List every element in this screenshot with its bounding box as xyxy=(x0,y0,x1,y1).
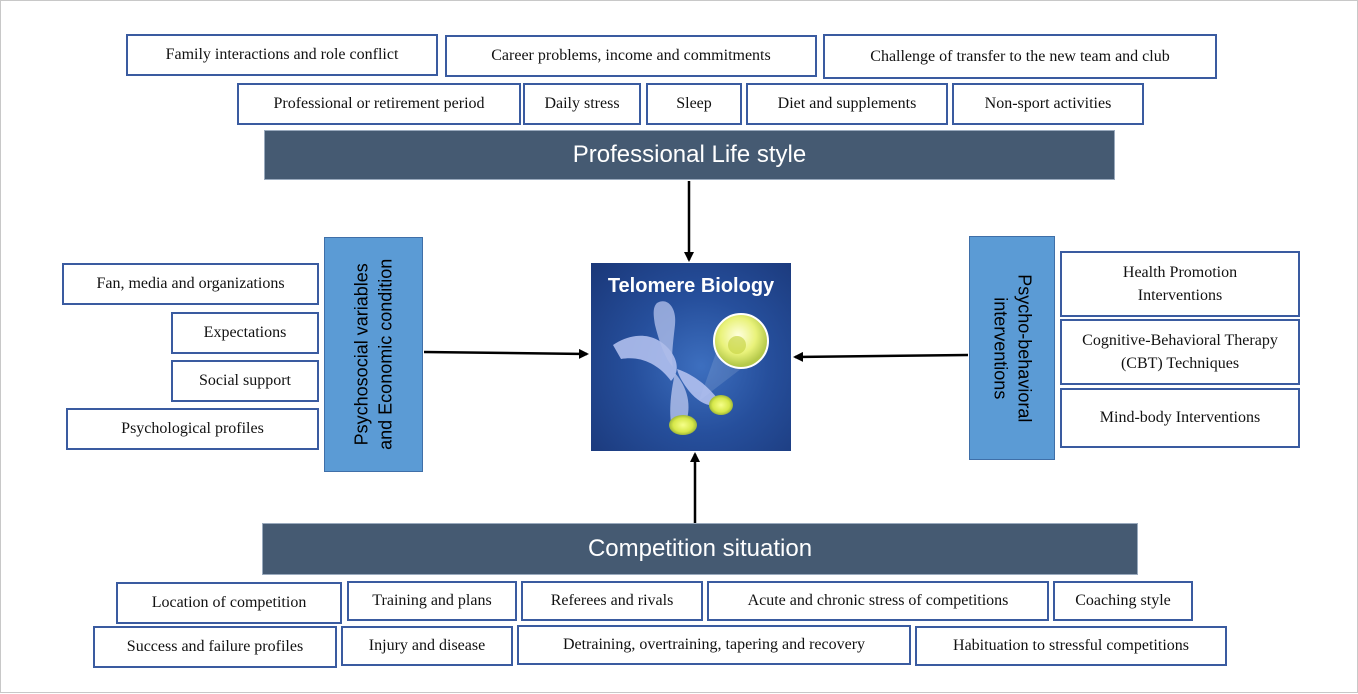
factor-transfer-challenge: Challenge of transfer to the new team an… xyxy=(823,34,1217,79)
telomere-biology-title: Telomere Biology xyxy=(607,275,775,297)
banner-professional-life-style: Professional Life style xyxy=(264,130,1115,180)
factor-success-failure-profiles: Success and failure profiles xyxy=(93,626,337,668)
telomere-biology-image: Telomere Biology xyxy=(591,263,791,451)
factor-location-of-competition: Location of competition xyxy=(116,582,342,624)
arrow-right-to-center xyxy=(793,351,969,362)
intervention-cbt-techniques: Cognitive-Behavioral Therapy (CBT) Techn… xyxy=(1060,319,1300,385)
factor-detraining-recovery: Detraining, overtraining, tapering and r… xyxy=(517,625,911,665)
factor-professional-period: Professional or retirement period xyxy=(237,83,521,125)
bar-psychosocial-variables: Psychosocial variables and Economic cond… xyxy=(324,237,423,472)
factor-psychological-profiles: Psychological profiles xyxy=(66,408,319,450)
chromosome-illustration xyxy=(613,301,769,435)
factor-daily-stress: Daily stress xyxy=(523,83,641,125)
arrow-left-to-center xyxy=(423,348,589,359)
factor-referees-rivals: Referees and rivals xyxy=(521,581,703,621)
factor-expectations: Expectations xyxy=(171,312,319,354)
factor-habituation-stress: Habituation to stressful competitions xyxy=(915,626,1227,666)
factor-acute-chronic-stress: Acute and chronic stress of competitions xyxy=(707,581,1049,621)
factor-diet-supplements: Diet and supplements xyxy=(746,83,948,125)
factor-sleep: Sleep xyxy=(646,83,742,125)
factor-fan-media: Fan, media and organizations xyxy=(62,263,319,305)
factor-career-problems: Career problems, income and commitments xyxy=(445,35,817,77)
factor-non-sport-activities: Non-sport activities xyxy=(952,83,1144,125)
factor-training-plans: Training and plans xyxy=(347,581,517,621)
intervention-health-promotion: Health Promotion Interventions xyxy=(1060,251,1300,317)
banner-competition-situation: Competition situation xyxy=(262,523,1138,575)
factor-injury-disease: Injury and disease xyxy=(341,626,513,666)
intervention-mind-body: Mind-body Interventions xyxy=(1060,388,1300,448)
factor-family-interactions: Family interactions and role conflict xyxy=(126,34,438,76)
bar-psycho-behavioral: Psycho-behavioral interventions xyxy=(969,236,1055,460)
factor-coaching-style: Coaching style xyxy=(1053,581,1193,621)
factor-social-support: Social support xyxy=(171,360,319,402)
